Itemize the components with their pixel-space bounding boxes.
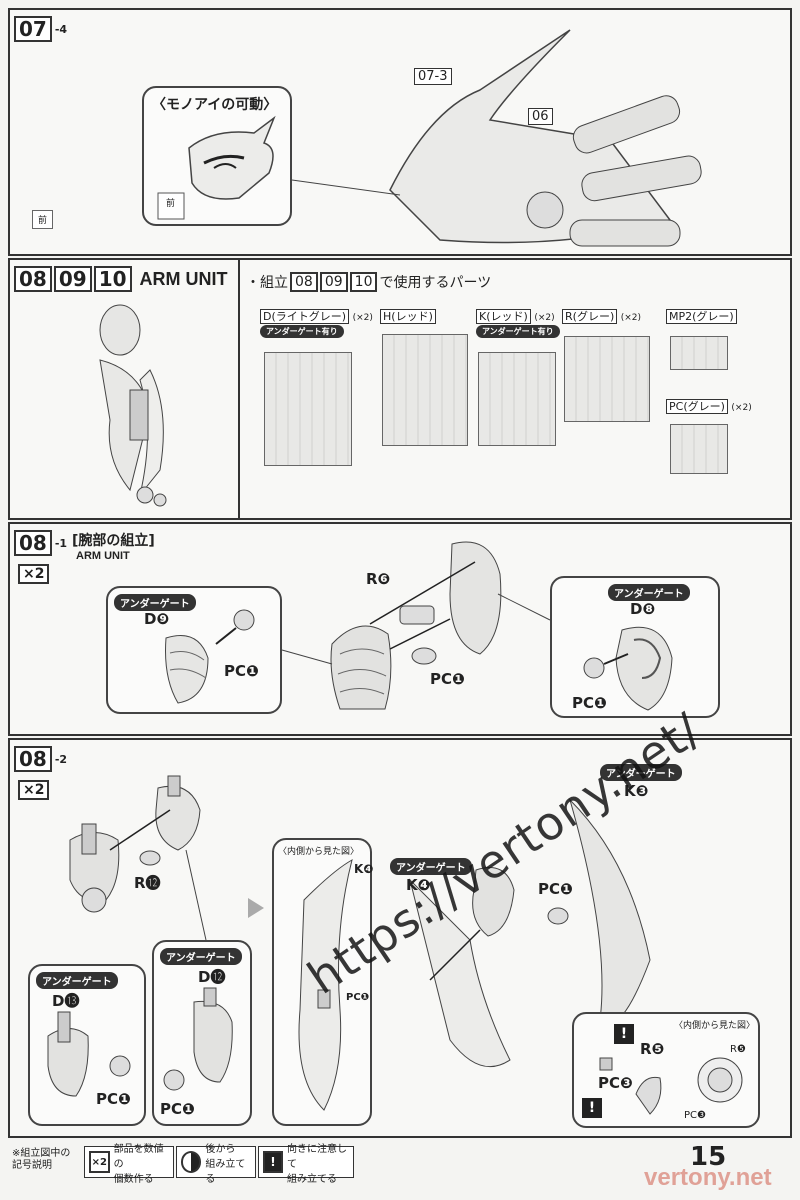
part-d8: D❽ [630,600,656,618]
part-d12: D⓬ [198,968,226,986]
part-r6: R❻ [366,570,391,588]
pc1-left: PC❶ [224,662,259,680]
runner-pc-image [670,424,728,474]
d12-detail-bubble: アンダーゲート D⓬ PC❶ [152,940,252,1126]
runner-mp2-image [670,336,728,370]
site-watermark: vertony.net [644,1164,772,1191]
runner-k-image [478,352,556,446]
exclamation-icon: ! [263,1151,284,1173]
pc1-a: PC❶ [96,1090,131,1108]
inner-view-label: 〈内側から見た図〉 [278,847,360,857]
arm-exploded-illustration [99,304,167,507]
pc1-inner: PC❶ [346,992,370,1003]
legend-orientation: ! 向きに注意して組み立てる [258,1144,354,1185]
part-runner-r: R(グレー) (×2) [562,308,641,324]
part-d13: D⓭ [52,992,80,1010]
pc1-b: PC❶ [160,1100,195,1118]
part-pc3-small: PC❸ [684,1110,706,1121]
step-07-4-panel: 07-4 〈モノアイの可動〉 前 前 07-3 06 [8,8,792,256]
pc1-right: PC❶ [572,694,607,712]
footer-legend: ※組立図中の記号説明 ×2 部品を数値の個数作る 後から組み立てる ! 向きに注… [8,1142,792,1196]
body-illustration [291,29,702,247]
step-subtitle: ARM UNIT [76,550,130,562]
part-d12-illustration [163,987,233,1091]
legend-title: ※組立図中の記号説明 [12,1148,71,1171]
arm-unit-panel: 08 09 10 ARM UNIT ・組立 08 09 10 で使用するパーツ … [8,258,792,520]
part-runner-h: H(レッド) [380,308,436,324]
part-d8-illustration [583,626,673,711]
part-runner-mp2: MP2(グレー) [666,308,737,324]
page-number: 15 [690,1142,727,1172]
part-d9-illustration [165,609,255,704]
part-d13-illustration [47,1011,131,1097]
inner-view-bubble: 〈内側から見た図〉 K❹ PC❶ [272,838,374,1126]
step-title: [腕部の組立] [72,533,155,549]
excl-badge-1: ! [614,1024,634,1044]
runner-h-image [382,334,468,446]
step-number: 07-4 [14,16,67,42]
center-assembly-illustration [281,541,551,710]
part-r5-small: R❺ [730,1044,746,1055]
ref-06: 06 [528,108,553,125]
step-08-2-panel: 08-2 ×2 R⓬ アンダーゲート D⓭ PC❶ アンダーゲート D⓬ [8,702,792,1138]
front-label-corner: 前 [32,210,54,229]
step-08-1-panel: 08-1 [腕部の組立] ARM UNIT ×2 アンダーゲート D❾ PC❶ … [8,522,792,736]
ref-07-3: 07-3 [414,68,452,85]
multiplier-badge: ×2 [18,780,50,800]
runner-r-image [564,336,650,422]
part-pc3: PC❸ [598,1074,633,1092]
part-runner-pc: PC(グレー) (×2) [666,398,752,414]
part-d9: D❾ [144,610,170,628]
arm-title: ARM UNIT [139,268,228,289]
callout-title: 〈モノアイの可動〉 [152,97,278,113]
monoeye-detail-bubble: ! R❺ PC❸ ! 〈内側から見た図〉 R❺ PC❸ [572,1012,760,1128]
left-detail-bubble: アンダーゲート D❾ PC❶ [106,586,282,714]
pc1-mid: PC❶ [538,880,573,898]
d13-detail-bubble: アンダーゲート D⓭ PC❶ [28,964,146,1126]
arm-step-numbers: 08 09 10 ARM UNIT [14,266,228,292]
multiplier-badge: ×2 [18,564,50,584]
legend-multiply: ×2 部品を数値の個数作る [84,1144,174,1185]
front-label: 前 [166,199,176,209]
part-k4: K❹ [406,876,431,894]
part-r5: R❺ [640,1040,665,1058]
parts-heading: ・組立 08 09 10 で使用するパーツ [246,272,492,292]
monoeye-illustration [599,1057,743,1115]
runner-d-image [264,352,352,466]
step-number: 08-2 [14,746,67,772]
part-k3: K❸ [624,782,649,800]
head-illustration [157,115,276,220]
part-k4-inner: K❹ [354,862,374,876]
right-detail-bubble: アンダーゲート D❽ PC❶ [550,576,720,718]
legend-later: 後から組み立てる [176,1144,256,1185]
excl-badge-2: ! [582,1098,602,1118]
inner-view-label-2: 〈内側から見た図〉 [674,1021,756,1031]
pc1-center: PC❶ [430,670,465,688]
part-runner-d: D(ライトグレー) (×2) アンダーゲート有り [260,308,373,338]
half-circle-icon [181,1151,202,1173]
part-r12: R⓬ [134,874,161,892]
mono-eye-callout: 〈モノアイの可動〉 前 [142,86,292,226]
part-runner-k: K(レッド) (×2) アンダーゲート有り [476,308,560,338]
k4-inner-illustration [298,858,353,1111]
upper-arm-illustration [69,775,651,1068]
step-number: 08-1 [14,530,67,556]
